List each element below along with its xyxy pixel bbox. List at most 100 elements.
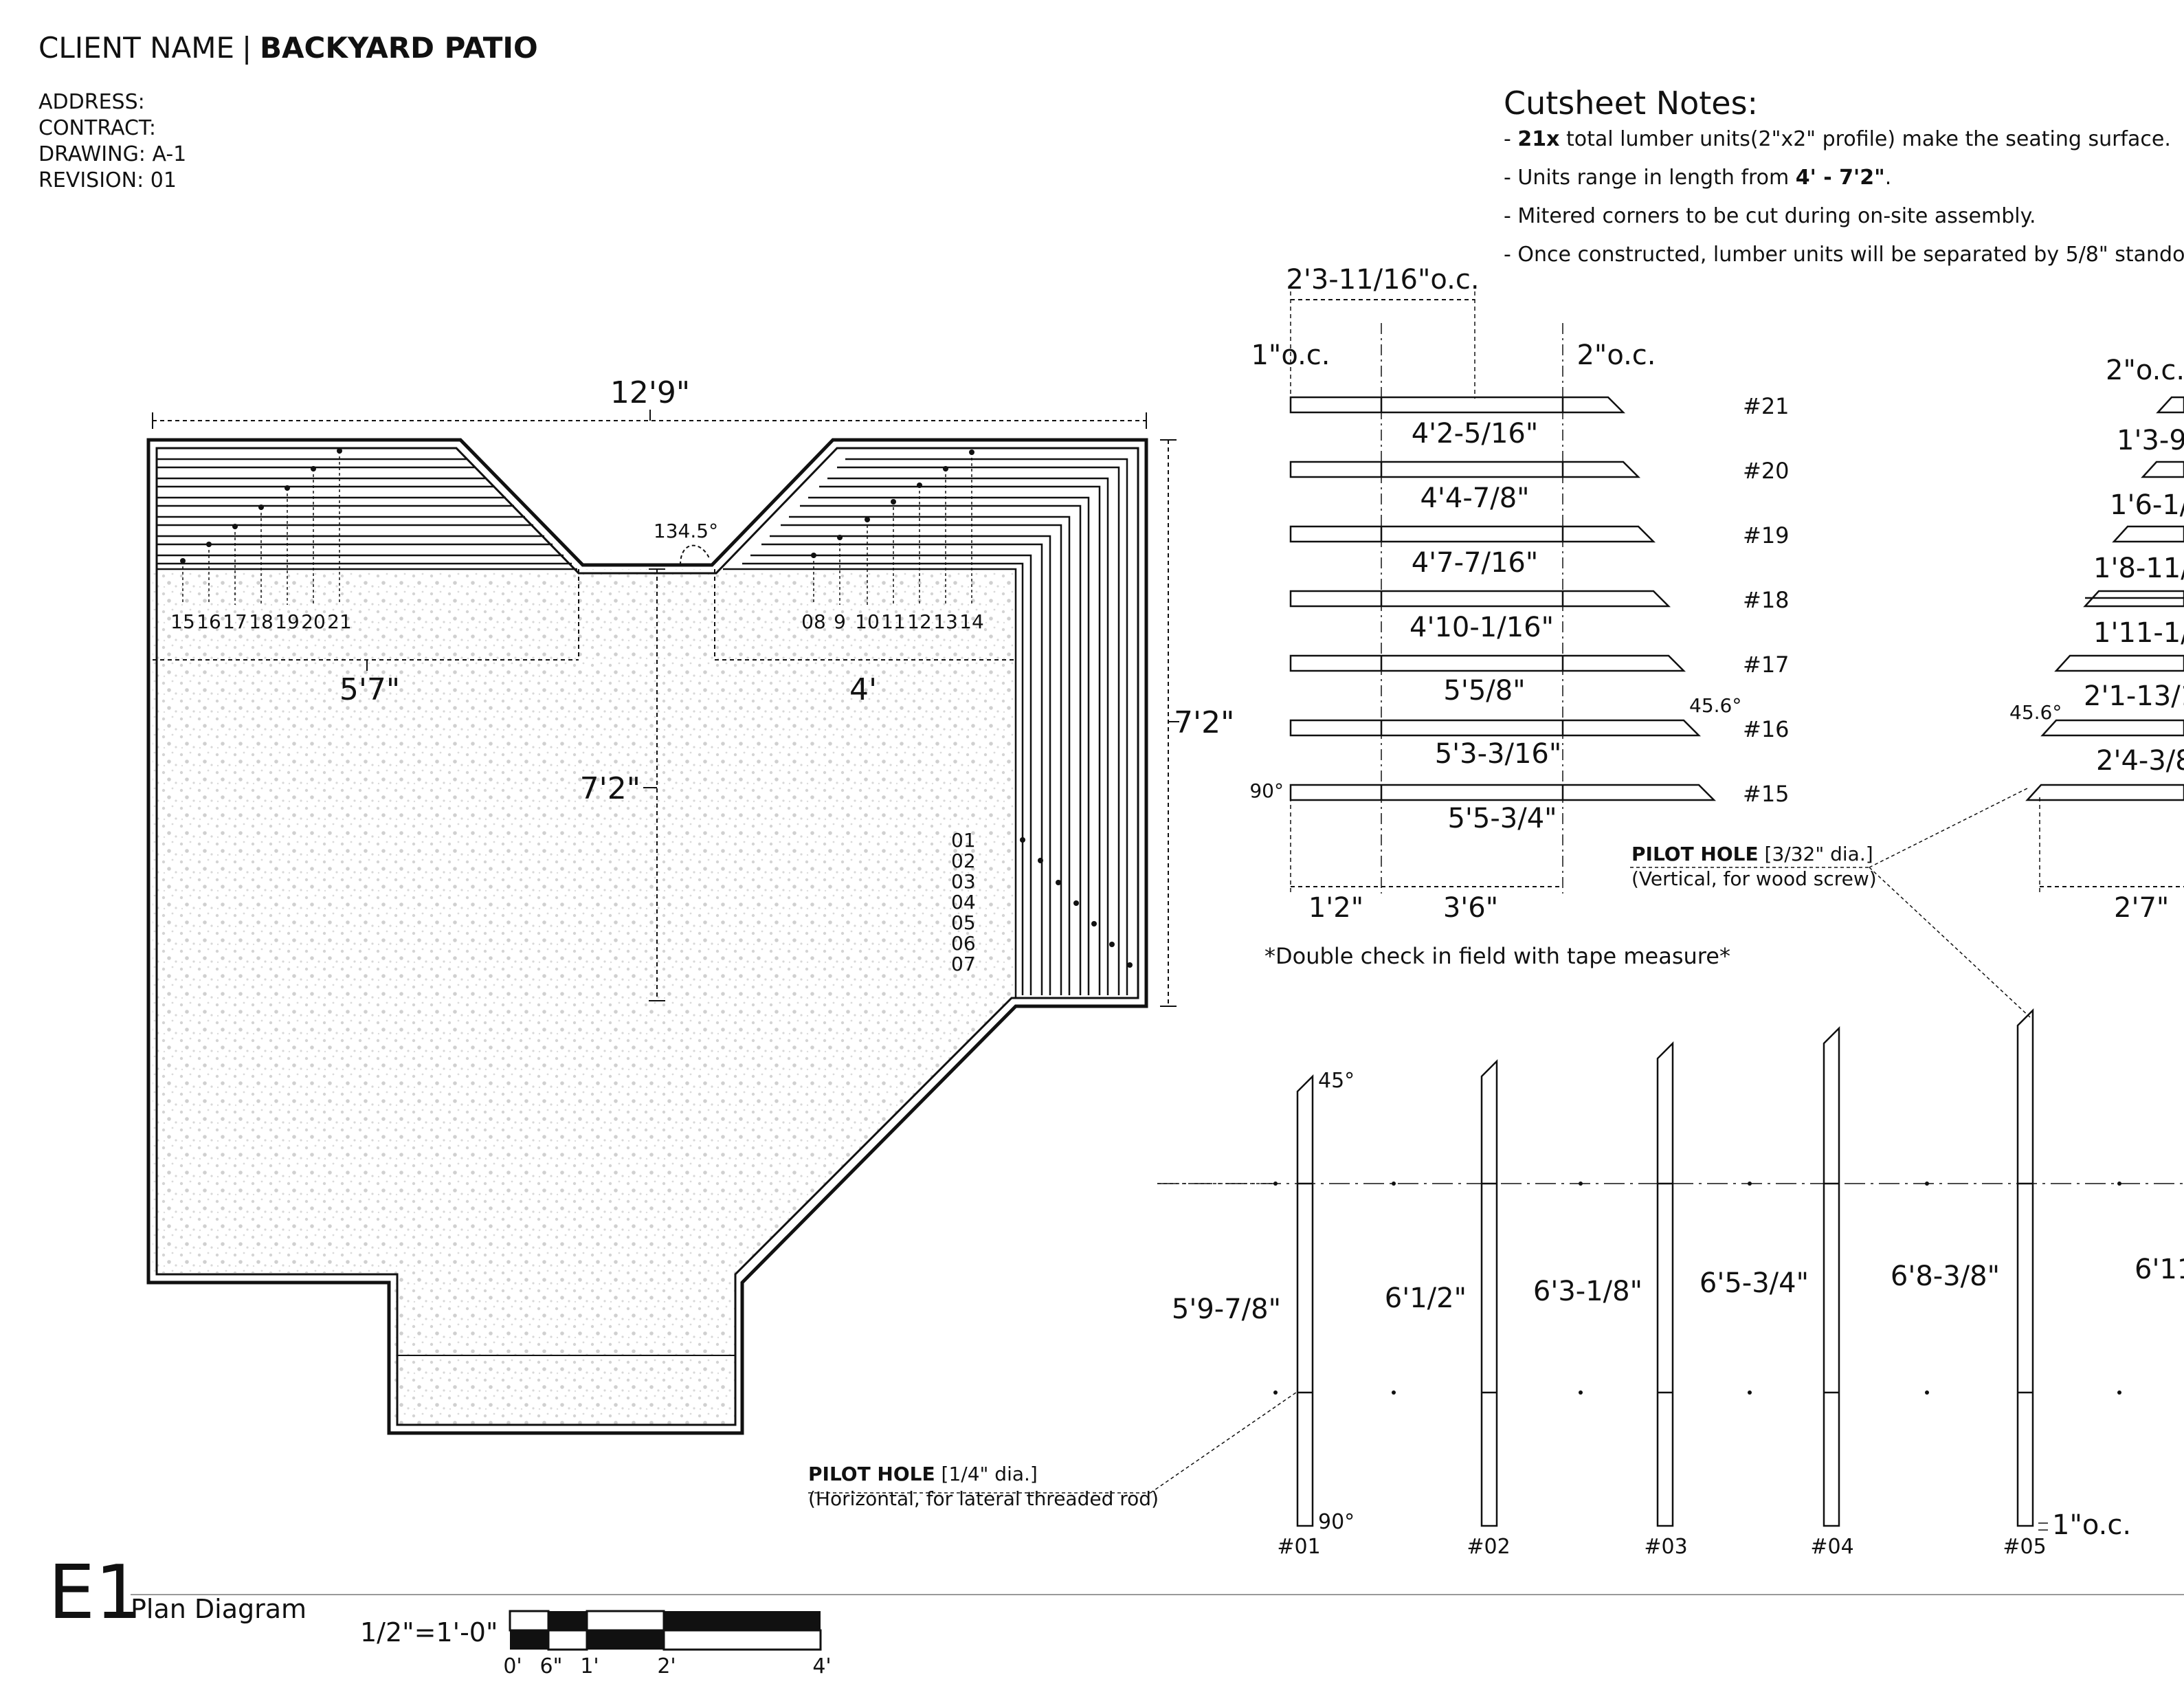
cutsheet-notes: Cutsheet Notes: - 21x total lumber units… <box>1504 85 2184 267</box>
pilot-hole-size: [3/32" dia.] <box>1759 843 1873 865</box>
board-number: #17 <box>1743 652 1790 678</box>
right-length: 1'6-1/ <box>2110 489 2184 521</box>
slat-label: 21 <box>327 610 352 633</box>
board-19 <box>1289 525 1656 543</box>
vertical-board-length: 5'9-7/8" <box>1172 1294 1281 1325</box>
pilot-hole-vertical-desc: (Vertical, for wood screw) <box>1631 867 1877 890</box>
scale-tick: 6" <box>540 1654 563 1678</box>
right-bay-dim: 4' <box>849 672 877 707</box>
slat-label: 04 <box>951 891 976 913</box>
slat-label: 9 <box>834 610 846 633</box>
right-length: 1'3-9/ <box>2117 425 2184 456</box>
right-length: 2'1-13/1 <box>2084 680 2184 712</box>
board-number: #21 <box>1743 393 1790 419</box>
slat-label: 11 <box>881 610 906 633</box>
vertical-board-number: #02 <box>1467 1535 1510 1559</box>
dim-mid: 3'6" <box>1443 892 1498 924</box>
right-angle: 45.6° <box>2009 701 2062 724</box>
right-oc: 2"o.c. <box>2106 355 2184 386</box>
right-cutsheet <box>2025 396 2184 894</box>
right-length: 1'8-11/ <box>2093 553 2184 584</box>
left-bench-slats <box>157 458 577 570</box>
board-length: 4'10-1/16" <box>1409 612 1554 643</box>
sheet-footer: E1 Plan Diagram 1/2"=1'-0" 0' 6" 1' 2' 4… <box>48 1550 2184 1678</box>
scale-tick: 0' <box>503 1654 522 1678</box>
vertical-board-number: #04 <box>1810 1535 1853 1559</box>
note-line-4: - Once constructed, lumber units will be… <box>1504 243 2184 267</box>
vertical-board-length: 6'8-3/8" <box>1891 1261 2000 1292</box>
vertical-board-length: 6'1/2" <box>1385 1283 1467 1314</box>
note-1-bold: 21x <box>1517 127 1559 151</box>
pilot-hole-title: PILOT HOLE <box>1631 843 1759 865</box>
right-depth-dim: 7'2" <box>1174 705 1234 740</box>
board-length: 5'5/8" <box>1443 675 1525 707</box>
sheet-title: Plan Diagram <box>131 1594 307 1624</box>
board-17 <box>1289 654 1686 672</box>
footnote: *Double check in field with tape measure… <box>1264 943 1730 969</box>
slat-label: 10 <box>855 610 880 633</box>
slat-label: 14 <box>959 610 984 633</box>
plan-outline-outer <box>146 438 1148 1435</box>
project-name: BACKYARD PATIO <box>260 31 538 65</box>
board-length: 5'5-3/4" <box>1447 803 1557 834</box>
dim-left: 1'2" <box>1308 892 1363 924</box>
vertical-board-labels: 45° 90° 1"o.c. 5'9-7/8" 6'1/2" 6'3-1/8" … <box>1172 1069 2184 1559</box>
left-bay-dim: 5'7" <box>339 672 400 707</box>
vertical-boards <box>1157 1008 2184 1531</box>
board-length: 5'3-3/16" <box>1435 738 1562 770</box>
board-number: #16 <box>1743 716 1790 742</box>
side-slat-numbers: 01 02 03 04 05 06 07 <box>951 829 976 975</box>
title-block: CLIENT NAME | BACKYARD PATIO ADDRESS: CO… <box>38 31 538 192</box>
note-1-rest: total lumber units(2"x2" profile) make t… <box>1559 127 2170 151</box>
note-2-post: . <box>1885 166 1892 190</box>
slat-label: 02 <box>951 850 976 872</box>
notes-heading: Cutsheet Notes: <box>1504 85 1758 122</box>
slab-fill <box>153 569 1014 1424</box>
board-oc: 1"o.c. <box>2052 1509 2131 1541</box>
contract-label: CONTRACT: <box>38 116 156 140</box>
note-line-1: - 21x total lumber units(2"x2" profile) … <box>1504 127 2171 151</box>
plan-outline-inner <box>155 447 1139 1426</box>
board-15 <box>1289 784 1717 801</box>
board-length: 4'7-7/16" <box>1412 547 1539 579</box>
right-length: 2'4-3/8 <box>2096 745 2184 777</box>
slat-label: 20 <box>301 610 326 633</box>
board-number: #20 <box>1743 458 1790 484</box>
board-21 <box>1289 396 1626 414</box>
board-length: 4'2-5/16" <box>1412 418 1539 450</box>
vertical-board-number: #03 <box>1644 1535 1687 1559</box>
vertical-board-length: 6'11 <box>2135 1254 2184 1285</box>
scale-label: 1/2"=1'-0" <box>360 1617 498 1648</box>
pilot-hole-horizontal-label: PILOT HOLE [1/4" dia.] <box>808 1463 1038 1485</box>
vertical-board-number: #01 <box>1277 1535 1320 1559</box>
slat-label: 03 <box>951 870 976 893</box>
address-label: ADDRESS: <box>38 90 145 114</box>
scale-bar: 0' 6" 1' 2' 4' <box>503 1610 832 1678</box>
right-slat-numbers: 08 9 10 11 12 13 14 <box>801 610 984 633</box>
oc-left-dim: 1"o.c. <box>1251 340 1330 371</box>
slat-label: 19 <box>275 610 300 633</box>
client-name: CLIENT NAME <box>38 31 234 65</box>
square-angle: 90° <box>1249 779 1284 802</box>
board-number: #19 <box>1743 522 1790 548</box>
plan-view <box>146 410 1179 1435</box>
right-cutsheet-labels: 2"o.c. 1'3-9/ 1'6-1/ 1'8-11/ 1'11-1/ 2'1… <box>2009 355 2184 924</box>
board-18 <box>1289 590 1671 608</box>
note-line-3: - Mitered corners to be cut during on-si… <box>1504 204 2036 228</box>
right-leaders <box>813 452 972 605</box>
slat-label: 18 <box>249 610 274 633</box>
sheet-id: E1 <box>48 1550 142 1636</box>
slat-label: 15 <box>170 610 195 633</box>
oc-right-dim: 2"o.c. <box>1576 340 1656 371</box>
right-bench-slats <box>723 458 1128 998</box>
board-16 <box>1289 719 1702 737</box>
slat-label: 16 <box>197 610 221 633</box>
scale-tick: 4' <box>812 1654 831 1678</box>
slat-label: 06 <box>951 932 976 955</box>
revision-label: REVISION: 01 <box>38 168 177 192</box>
miter-angle: 45.6° <box>1689 694 1741 717</box>
slat-label: 01 <box>951 829 976 852</box>
top-cutsheet <box>1289 291 1717 894</box>
note-2-pre: - Units range in length from <box>1504 166 1796 190</box>
